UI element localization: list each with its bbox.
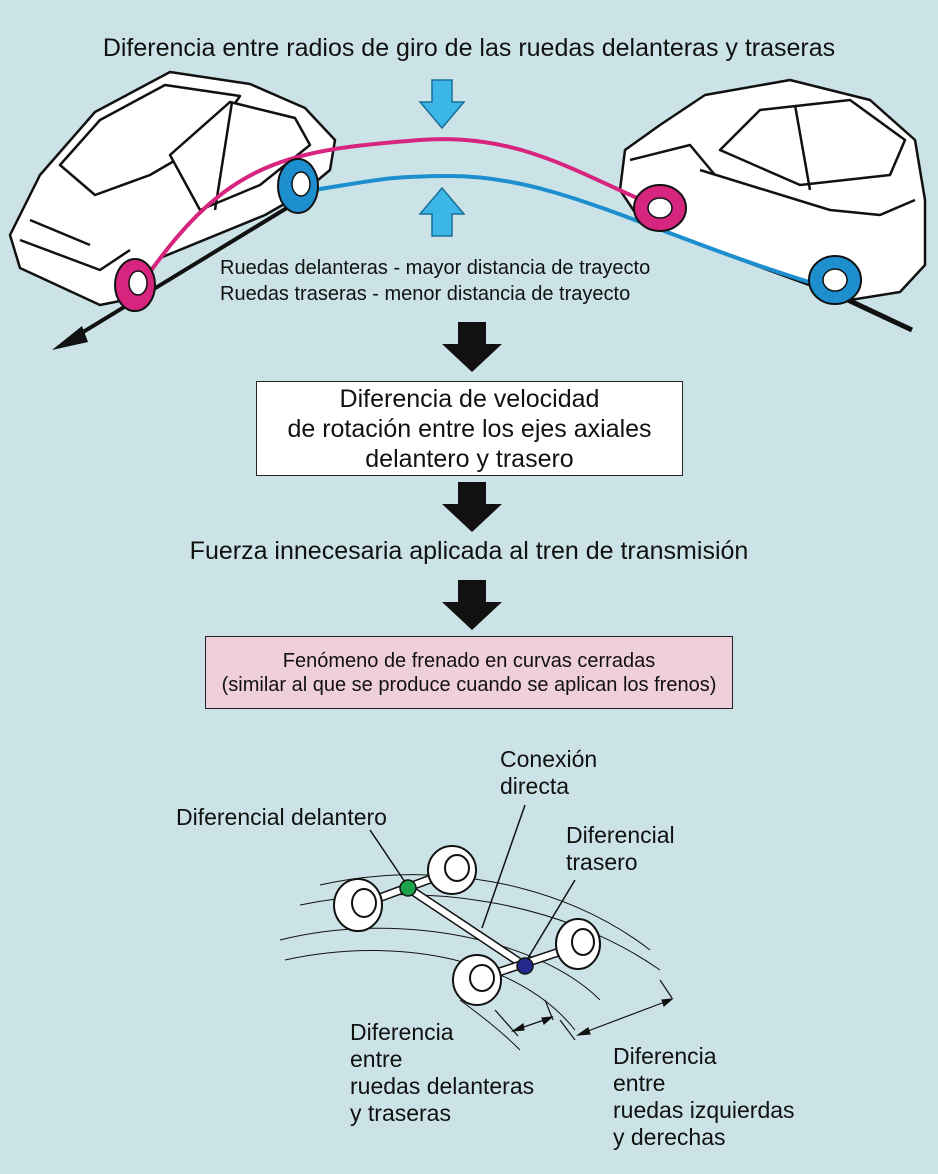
dimension-front-rear: [494, 999, 554, 1037]
flow-arrow-2: [442, 482, 502, 532]
rotation-line-2: de rotación entre los ejes axiales: [287, 414, 652, 443]
front-wheel-path: [148, 137, 661, 274]
left-right-line-4: y derechas: [613, 1124, 726, 1150]
car-left: [8, 70, 337, 307]
drivetrain-wheels: [333, 845, 601, 1006]
left-right-line-3: ruedas izquierdas: [613, 1097, 795, 1123]
rear-wheel-path: [299, 173, 836, 292]
up-hint-arrow: [418, 186, 466, 237]
rear-differential-label: Diferencial trasero: [566, 822, 675, 876]
rear-differential-line-2: trasero: [566, 849, 638, 875]
rotation-line-1: Diferencia de velocidad: [339, 384, 600, 413]
rotation-difference-box: Diferencia de velocidad de rotación entr…: [256, 381, 683, 476]
front-left-wheel: [333, 878, 383, 932]
flow-arrow-3: [442, 580, 502, 630]
braking-phenomenon-box: Fenómeno de frenado en curvas cerradas (…: [205, 636, 733, 709]
rear-wheel-note: Ruedas traseras - menor distancia de tra…: [220, 283, 631, 305]
front-right-wheel: [427, 845, 477, 895]
direct-connection-line-2: directa: [500, 773, 570, 799]
down-hint-arrow: [418, 79, 466, 130]
rear-diff-dot: [516, 957, 534, 975]
left-right-line-2: entre: [613, 1070, 666, 1096]
dimension-left-right: [559, 979, 674, 1041]
braking-line-1: Fenómeno de frenado en curvas cerradas: [282, 649, 656, 672]
rotation-line-3: delantero y trasero: [365, 444, 574, 473]
direct-connection-label: Conexión directa: [500, 746, 597, 800]
curve-arcs: [279, 874, 661, 1051]
front-rear-line-4: y traseras: [350, 1100, 451, 1126]
flow-arrow-1: [442, 322, 502, 372]
car-right: [618, 78, 927, 302]
front-rear-difference-label: Diferencia entre ruedas delanteras y tra…: [350, 1019, 534, 1127]
rear-differential-line-1: Diferencial: [566, 822, 675, 848]
rear-right-wheel: [555, 918, 601, 970]
front-rear-line-1: Diferencia: [350, 1019, 454, 1045]
front-rear-line-3: ruedas delanteras: [350, 1073, 535, 1099]
front-diff-dot: [399, 879, 417, 897]
road-arrow-left: [52, 198, 302, 350]
front-differential-label: Diferencial delantero: [176, 804, 387, 830]
right-car-front-wheel: [633, 184, 687, 232]
force-text: Fuerza innecesaria aplicada al tren de t…: [189, 537, 749, 565]
front-wheel-note: Ruedas delanteras - mayor distancia de t…: [220, 257, 651, 279]
page-title: Diferencia entre radios de giro de las r…: [102, 34, 836, 62]
direct-connection-line-1: Conexión: [500, 746, 598, 772]
rear-left-wheel: [452, 954, 502, 1006]
leader-lines: [369, 804, 576, 959]
left-right-difference-label: Diferencia entre ruedas izquierdas y der…: [613, 1043, 795, 1151]
left-car-front-wheel: [114, 258, 156, 312]
right-car-rear-wheel: [808, 255, 862, 305]
left-car-rear-wheel: [277, 158, 319, 214]
left-right-line-1: Diferencia: [613, 1043, 717, 1069]
braking-line-2: (similar al que se produce cuando se apl…: [221, 673, 717, 696]
front-rear-line-2: entre: [350, 1046, 403, 1072]
